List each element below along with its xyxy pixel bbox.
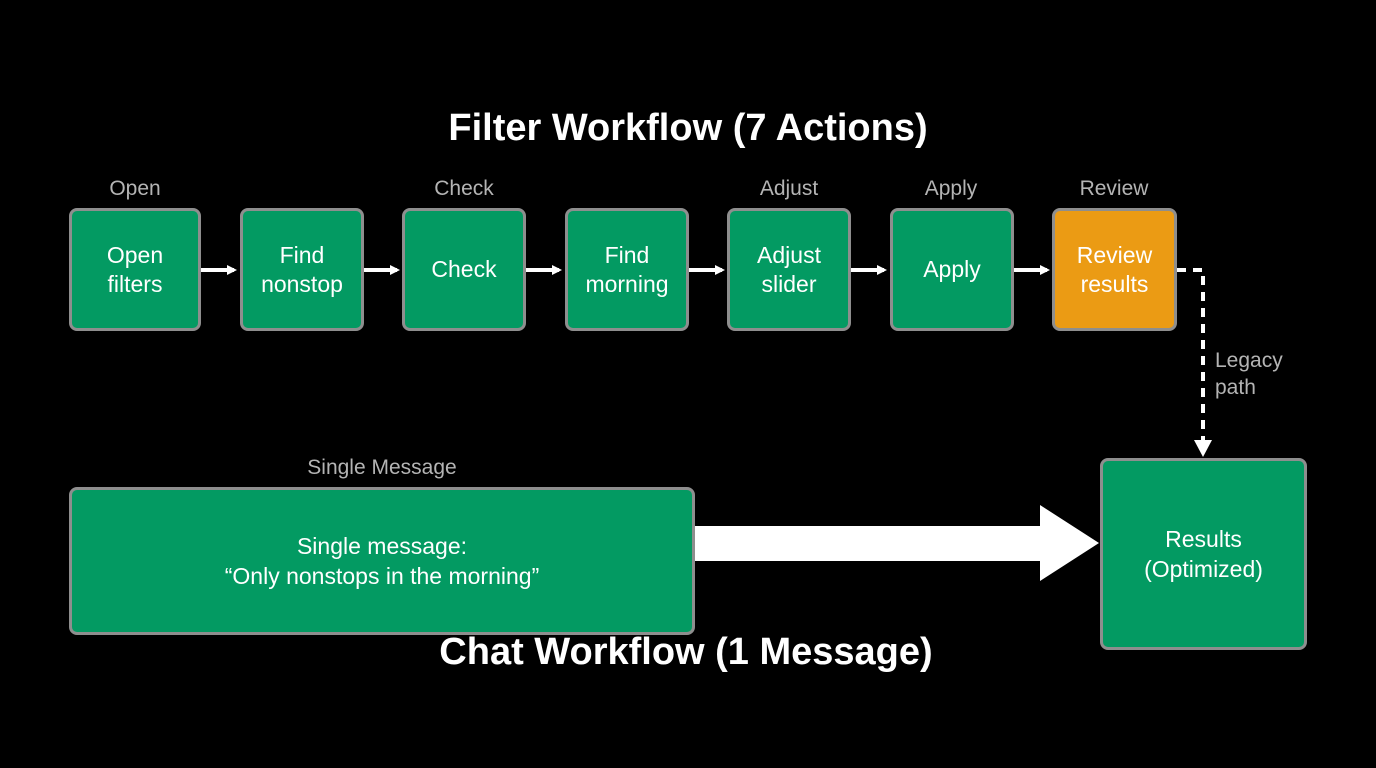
legacy-path-connector: [1177, 268, 1205, 442]
step-box-find-morning: Find morning: [565, 208, 689, 331]
legacy-path-arrowhead: [1194, 440, 1212, 457]
filter-workflow-title: Filter Workflow (7 Actions): [448, 107, 928, 149]
step-box-review-results: Review results: [1052, 208, 1177, 331]
step-label-apply: Apply: [924, 177, 978, 200]
step-label-check: Check: [434, 177, 494, 200]
step-box-check: Check: [402, 208, 526, 331]
chat-to-results-arrow: [695, 505, 1099, 581]
legacy-path-label: Legacy path: [1215, 349, 1283, 399]
chat-workflow-title: Chat Workflow (1 Message): [439, 631, 933, 673]
step-box-open-filters: Open filters: [69, 208, 201, 331]
step-box-adjust-slider: Adjust slider: [727, 208, 851, 331]
chat-message-box: Single message: “Only nonstops in the mo…: [69, 487, 695, 635]
step-box-find-nonstop: Find nonstop: [240, 208, 364, 331]
results-box: Results (Optimized): [1100, 458, 1307, 650]
step-label-open: Open: [109, 177, 161, 200]
step-label-review: Review: [1079, 177, 1149, 200]
step-box-apply: Apply: [890, 208, 1014, 331]
chat-step-label: Single Message: [307, 456, 457, 479]
step-label-adjust: Adjust: [759, 177, 819, 200]
